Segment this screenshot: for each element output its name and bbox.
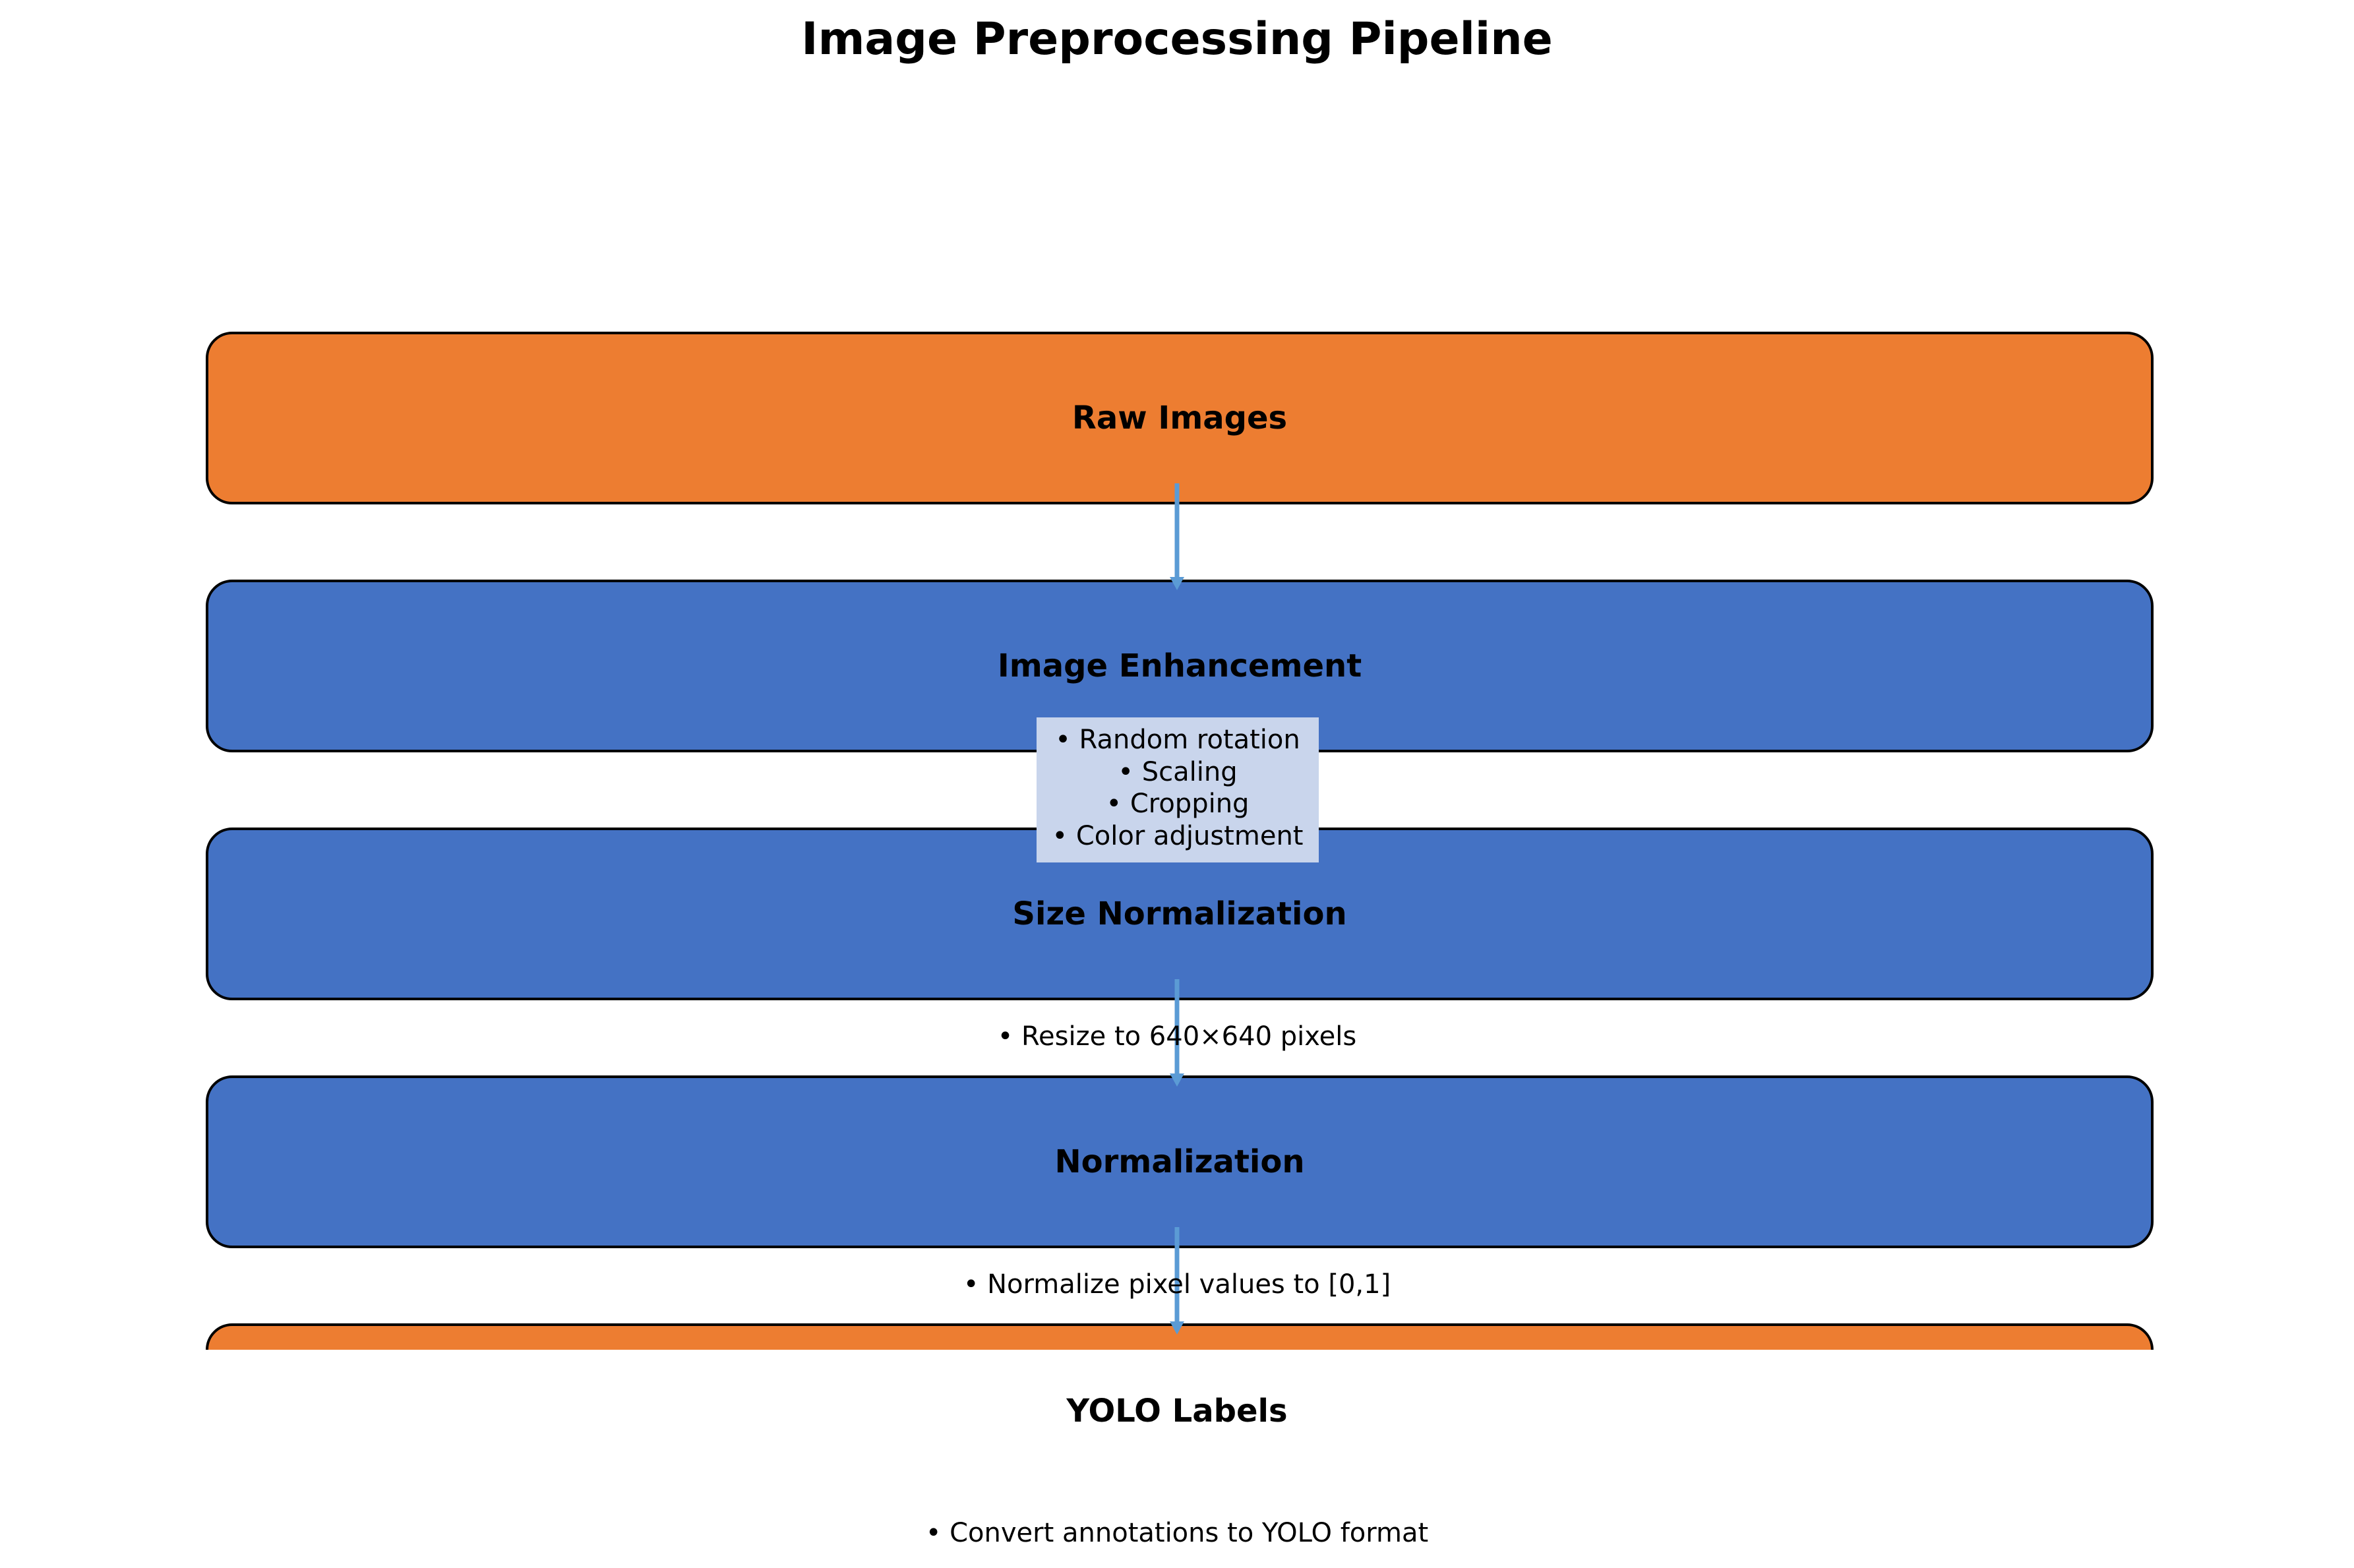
note-scaling: • Scaling — [1118, 756, 1238, 787]
stage-normalization: Normalization — [206, 1075, 2154, 1248]
note-normalize-pixels: • Normalize pixel values to [0,1] — [963, 1269, 1391, 1300]
note-box-image-enhancement: • Random rotation • Scaling • Cropping •… — [1037, 717, 1319, 862]
stage-label: Normalization — [1054, 1143, 1305, 1180]
stage-label-yolo-labels: YOLO Labels — [1066, 1393, 1288, 1430]
stage-yolo-labels-clip — [206, 1323, 2154, 1350]
note-cropping: • Cropping — [1106, 789, 1250, 819]
stage-raw-images: Raw Images — [206, 332, 2154, 504]
note-random-rotation: • Random rotation — [1055, 725, 1300, 755]
stage-label: Size Normalization — [1012, 895, 1347, 932]
note-resize: • Resize to 640×640 pixels — [997, 1021, 1357, 1052]
stage-yolo-labels — [206, 1323, 2154, 1350]
stage-label: Image Enhancement — [997, 648, 1362, 684]
diagram-title: Image Preprocessing Pipeline — [801, 13, 1553, 65]
note-color-adjustment: • Color adjustment — [1052, 820, 1304, 851]
note-convert-annotations: • Convert annotations to YOLO format — [925, 1518, 1429, 1548]
stage-label: Raw Images — [1071, 400, 1288, 437]
